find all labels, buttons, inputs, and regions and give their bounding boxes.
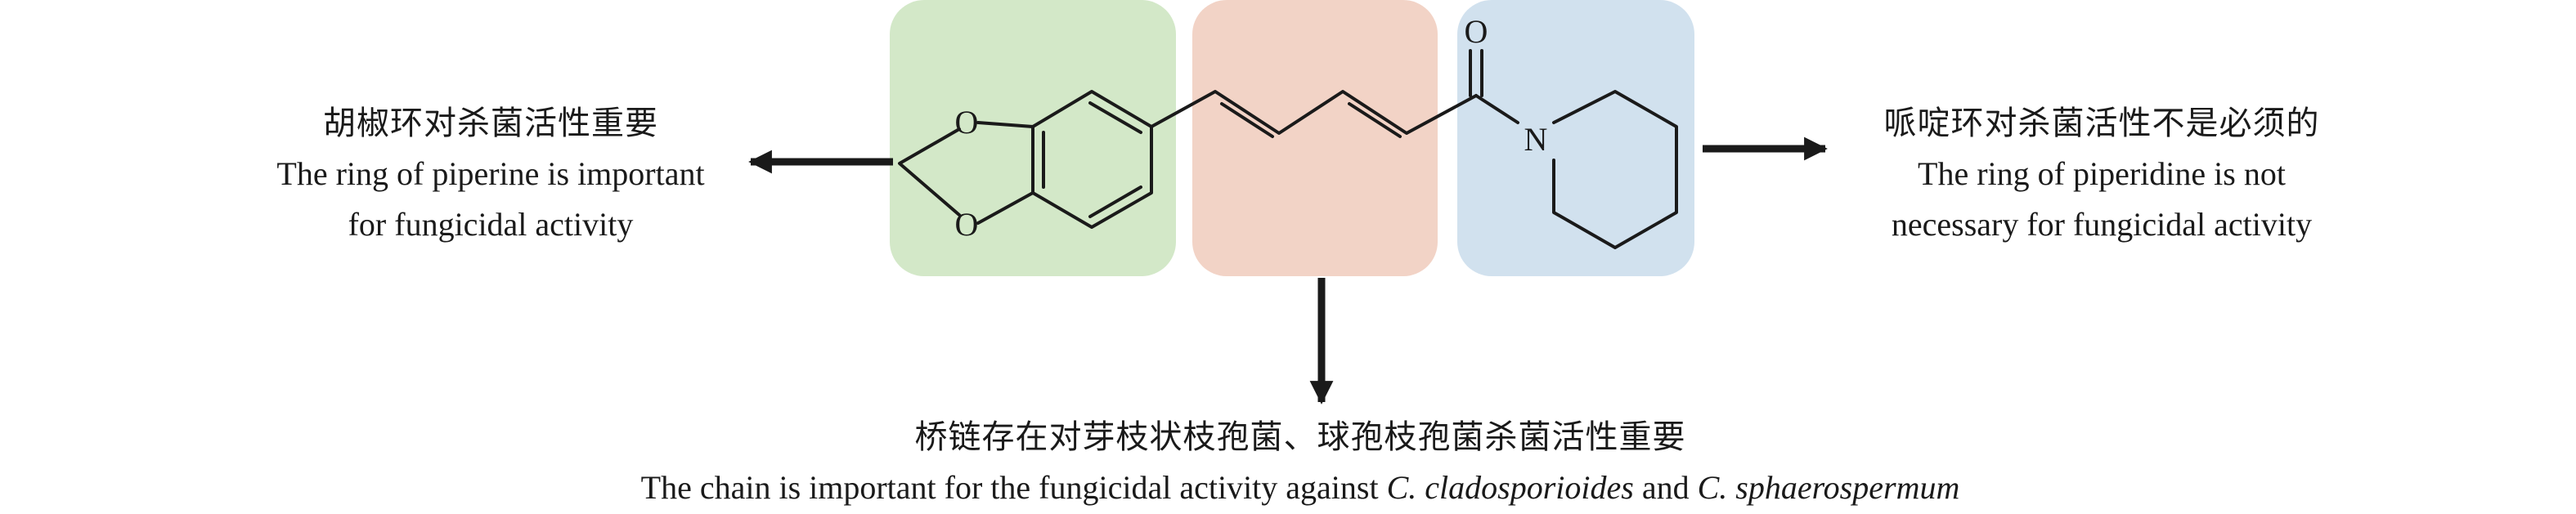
species-sphaerospermum: C. sphaerospermum <box>1697 469 1960 506</box>
chain-annotation-en-join: and <box>1633 469 1698 506</box>
diene-double-bonds <box>1220 102 1402 138</box>
chain-annotation-zh: 桥链存在对芽枝状枝孢菌、球孢枝孢菌杀菌活性重要 <box>914 418 1686 455</box>
piperidine-annotation-en-line2: necessary for fungicidal activity <box>1891 206 2313 243</box>
species-cladosporioides: C. cladosporioides <box>1386 469 1634 506</box>
chain-annotation-en-prefix: The chain is important for the fungicida… <box>640 469 1387 506</box>
carbonyl-double-bond <box>1469 49 1483 97</box>
piperidine-annotation-zh: 哌啶环对杀菌活性不是必须的 <box>1883 105 2320 141</box>
atom-o1: O <box>955 104 979 141</box>
benzene-double-bonds <box>1042 101 1142 218</box>
atom-o2: O <box>955 206 979 243</box>
ring-annotation-en-line2: for fungicidal activity <box>348 206 634 243</box>
piperine-molecule <box>898 49 1678 249</box>
piperidine-annotation: 哌啶环对杀菌活性不是必须的 The ring of piperidine is … <box>1750 98 2453 250</box>
atom-n: N <box>1524 121 1548 158</box>
ring-annotation-en-line1: The ring of piperine is important <box>276 155 705 192</box>
ring-annotation: 胡椒环对杀菌活性重要 The ring of piperine is impor… <box>155 98 826 250</box>
chain-annotation: 桥链存在对芽枝状枝孢菌、球孢枝孢菌杀菌活性重要 The chain is imp… <box>327 412 2273 513</box>
piperidine-region <box>1457 0 1694 276</box>
dioxole-ring <box>898 121 1034 225</box>
atom-o-carbonyl: O <box>1465 13 1488 50</box>
diene-chain <box>1150 90 1478 135</box>
piperidine-ring <box>1552 90 1678 249</box>
chain-annotation-en: The chain is important for the fungicida… <box>327 463 2273 513</box>
chain-region <box>1192 0 1438 276</box>
ring-annotation-zh: 胡椒环对杀菌活性重要 <box>323 105 658 141</box>
piperidine-annotation-en-line1: The ring of piperidine is not <box>1918 155 2286 192</box>
amide-bond <box>1474 94 1519 124</box>
